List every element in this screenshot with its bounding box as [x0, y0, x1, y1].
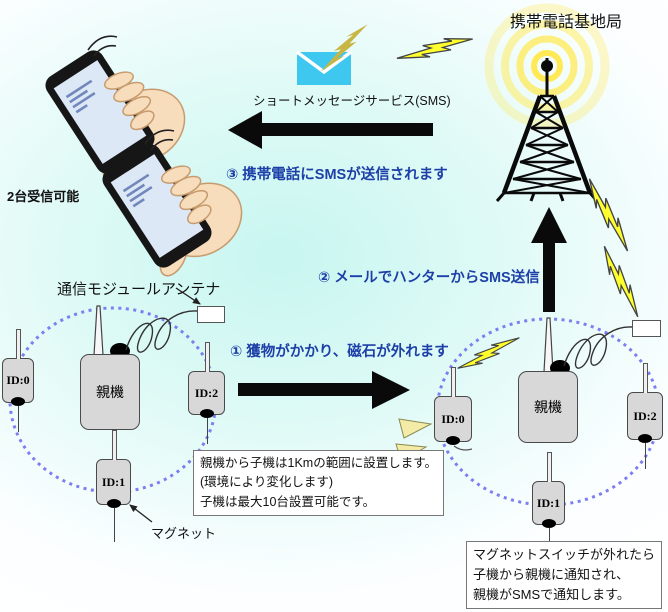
antenna-icon [643, 363, 648, 393]
magnet-icon [11, 397, 25, 407]
lightning-bolt-icon [592, 244, 651, 319]
sms-service-label: ショートメッセージサービス(SMS) [253, 94, 451, 108]
range-note-box: 親機から子機は1Kmの範囲に設置します。 (環境により変化します) 子機は最大1… [193, 450, 444, 517]
lightning-bolt-icon [395, 25, 474, 73]
child-unit-right-id1: ID:1 [532, 452, 565, 554]
magnet-note-line2: 子機から親機に通知され、 [473, 567, 630, 583]
arrow-step1-right [238, 371, 410, 409]
child-unit-right-id2: ID:2 [627, 363, 663, 469]
phone-screen-text-lines [65, 79, 96, 114]
parent-antenna-left [93, 305, 198, 359]
child-unit-left-id0: ID:0 [2, 329, 34, 432]
phone-screen-text-lines [122, 173, 153, 208]
magnet-icon [106, 499, 121, 509]
child-unit-id: ID:2 [194, 385, 219, 400]
magnet-icon [446, 436, 460, 446]
child-unit-left-id2: ID:2 [188, 342, 225, 444]
arrow-step2-up [531, 207, 567, 312]
smartphone [102, 144, 243, 277]
magnet-pointer [129, 504, 153, 523]
vibration-arcs-icon [144, 129, 175, 151]
child-unit-id: ID:1 [101, 474, 126, 489]
wire [113, 508, 115, 542]
arrow-step3-left [228, 111, 433, 149]
lightning-bolt-icon [456, 327, 521, 380]
smartphone [45, 50, 186, 183]
antenna-icon [111, 430, 117, 460]
range-note-line1: 親機から子機は1Kmの範囲に設置します。 [200, 456, 437, 470]
child-unit-id: ID:0 [6, 373, 30, 387]
magnet-label: マグネット [151, 526, 217, 541]
module-antenna-box [197, 306, 225, 323]
base-station-label: 携帯電話基地局 [510, 14, 623, 31]
parent-unit-right: 親機 [518, 371, 578, 443]
range-note-line2: (環境により変化します) [200, 475, 334, 490]
cell-tower-icon [495, 58, 599, 202]
step2-label: ② メールでハンターからSMS送信 [318, 270, 540, 286]
child-unit-left-id1: ID:1 [96, 430, 131, 542]
magnet-note-box: マグネットスイッチが外れたら 子機から親機に通知され、 親機がSMSで通知します… [466, 541, 663, 610]
wire [18, 406, 19, 432]
antenna-icon [451, 367, 456, 397]
magnet-note-line3: 親機がSMSで通知します。 [473, 587, 630, 603]
parent-unit-left: 親機 [80, 354, 140, 430]
parent-unit-label: 親機 [534, 399, 562, 415]
detached-magnet-wire [453, 445, 473, 451]
wire [206, 418, 208, 444]
child-unit-right-id0: ID:0 [434, 367, 472, 446]
parent-unit-label: 親機 [96, 384, 124, 400]
magnet-icon [638, 434, 652, 444]
antenna-icon [16, 329, 21, 359]
parent-antenna-right [543, 317, 633, 376]
step1-label: ① 獲物がかかり、磁石が外れます [230, 344, 449, 360]
module-antenna-label: 通信モジュールアンテナ [57, 281, 221, 298]
child-unit-id: ID:0 [441, 411, 465, 426]
range-note-line3: 子機は最大10台設置可能です。 [200, 494, 376, 509]
antenna-icon [204, 342, 210, 372]
step3-label: ③ 携帯電話にSMSが送信されます [226, 167, 448, 183]
wire [645, 443, 646, 469]
antenna-icon [546, 452, 552, 482]
vibration-arcs-icon [87, 35, 118, 57]
two-phones-caption: 2台受信可能 [7, 189, 80, 204]
magnet-note-line1: マグネットスイッチが外れたら [473, 547, 656, 562]
magnet-icon [199, 409, 214, 419]
module-antenna-box [632, 320, 661, 337]
magnet-icon [541, 519, 556, 529]
child-unit-id: ID:1 [536, 495, 561, 510]
module-antenna-pointer [175, 287, 201, 305]
child-unit-id: ID:2 [633, 408, 657, 423]
